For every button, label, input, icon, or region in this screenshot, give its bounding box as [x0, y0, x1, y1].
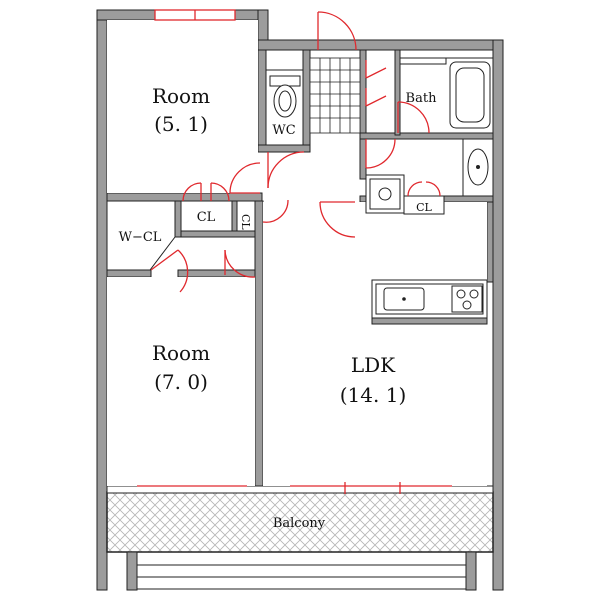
kitchen-closet: [403, 195, 445, 215]
wc-label: WC: [272, 123, 295, 138]
room-lower-name: Room: [152, 341, 210, 365]
wcl-label: W−CL: [119, 230, 162, 245]
room-upper-size: (5. 1): [154, 112, 208, 136]
balcony: [106, 485, 494, 591]
wc-room: [265, 69, 304, 146]
kitchen-counter: [371, 279, 488, 325]
washbasin: [462, 138, 494, 197]
laundry-pan: [365, 174, 405, 214]
room-floors: [107, 20, 487, 486]
ldk-size: (14. 1): [340, 383, 407, 407]
doors: [137, 9, 452, 494]
closets: [180, 200, 256, 232]
ldk-name: LDK: [351, 353, 396, 377]
cl-kitchen-label: CL: [416, 201, 432, 214]
bath-label: Bath: [406, 91, 438, 106]
bath-room: [399, 57, 494, 134]
tiled-area: [309, 57, 361, 134]
balcony-label: Balcony: [273, 516, 326, 531]
cl-label: CL: [197, 210, 216, 225]
room-upper-name: Room: [152, 84, 210, 108]
walk-in-closet: [106, 200, 176, 271]
cl-vertical-label: CL: [239, 214, 252, 230]
room-lower-size: (7. 0): [154, 370, 208, 394]
